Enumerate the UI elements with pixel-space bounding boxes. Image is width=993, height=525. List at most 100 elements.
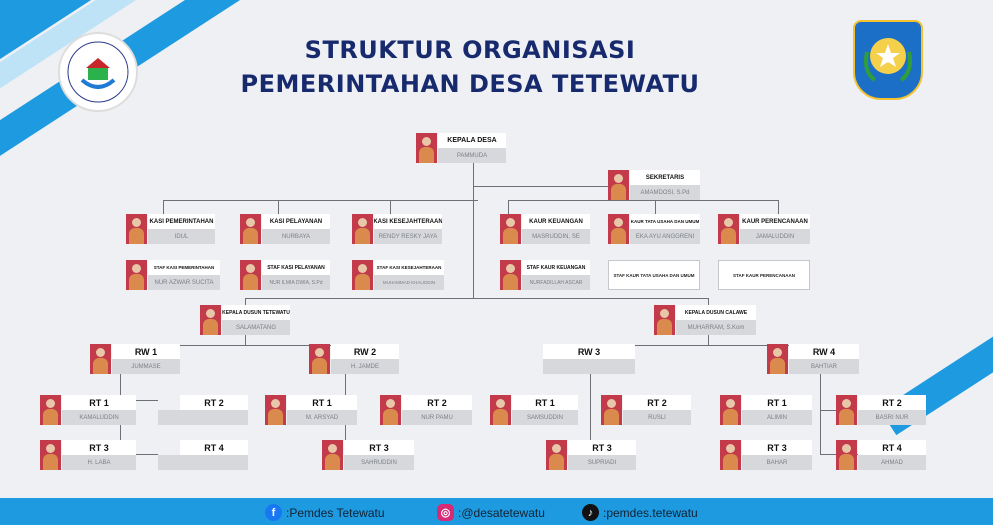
position-label: KASI PELAYANAN <box>262 214 330 229</box>
rt-box: RT 1 M. ARSYAD <box>265 395 357 425</box>
person-photo <box>126 214 147 244</box>
kepala-dusun-box: KEPALA DUSUN TETEWATU SALAMATANG <box>200 305 290 335</box>
connector <box>508 200 778 201</box>
person-name: M. ARSYAD <box>287 410 357 425</box>
person-name: RENDY RESKY JAYA <box>374 229 442 244</box>
person-name: BAHAR <box>742 455 812 470</box>
connector <box>163 200 478 201</box>
rt-box: RT 2 BASRI NUR <box>836 395 926 425</box>
person-photo <box>836 440 857 470</box>
rt-label: RT 3 <box>568 440 636 455</box>
kepala-dusun-box: KEPALA DUSUN CALAWE MUHARRAM, S.Kom <box>654 305 756 335</box>
rt-box: RT 1 ALIMIN <box>720 395 812 425</box>
position-label: KASI KESEJAHTERAAN <box>374 214 442 229</box>
rt-box: RT 4 <box>158 440 248 470</box>
page-title-line2: PEMERINTAHAN DESA TETEWATU <box>240 70 700 98</box>
rt-label: RT 3 <box>344 440 414 455</box>
person-name: H. LABA <box>62 455 136 470</box>
position-label: KEPALA DESA <box>438 133 506 148</box>
rt-label: RT 3 <box>62 440 136 455</box>
person-photo <box>40 440 61 470</box>
staf-kasi-box: STAF KASI PEMERINTAHAN NUR AZWAR SUCITA <box>126 260 220 290</box>
rt-label: RT 2 <box>402 395 472 410</box>
connector <box>245 298 246 306</box>
rt-label: RT 2 <box>858 395 926 410</box>
instagram-icon: ◎ <box>437 504 454 521</box>
person-name: MUHARRAM, S.Kom <box>676 320 756 335</box>
connector <box>473 163 474 298</box>
connector <box>708 335 709 345</box>
position-label: STAF KAUR KEUANGAN <box>522 260 590 275</box>
rt-box: RT 2 <box>158 395 248 425</box>
person-name: NURFADILLAH ASCAR <box>522 275 590 290</box>
staf-kaur-perencanaan-box: STAF KAUR PERENCANAAN <box>718 260 810 290</box>
position-label: KAUR PERENCANAAN <box>740 214 810 229</box>
person-name: PAMMUDA <box>438 148 506 163</box>
position-label: KASI PEMERINTAHAN <box>148 214 215 229</box>
kasi-box: KASI KESEJAHTERAAN RENDY RESKY JAYA <box>352 214 442 244</box>
rt-label: RT 1 <box>512 395 578 410</box>
rw-label: RW 2 <box>331 344 399 359</box>
person-photo <box>500 214 521 244</box>
connector <box>390 200 391 214</box>
rt-box: RT 4 AHMAD <box>836 440 926 470</box>
kaur-box: KAUR TATA USAHA DAN UMUM EKA AYU ANGGREN… <box>608 214 700 244</box>
rt-box: RT 2 NUR PAMU <box>380 395 472 425</box>
person-name: RUSLI <box>623 410 691 425</box>
person-photo <box>546 440 567 470</box>
person-name: KAMALUDDIN <box>62 410 136 425</box>
rw-box: RW 3 <box>543 344 635 374</box>
rt-label: RT 2 <box>623 395 691 410</box>
rw-label: RW 4 <box>789 344 859 359</box>
person-photo <box>718 214 739 244</box>
rt-label: RT 1 <box>742 395 812 410</box>
connector <box>245 335 246 345</box>
page-title-line1: STRUKTUR ORGANISASI <box>304 36 636 64</box>
ministry-logo-icon <box>58 32 138 112</box>
connector <box>708 298 709 306</box>
position-label: STAF KASI PEMERINTAHAN <box>148 260 220 275</box>
person-name: SUPRIADI <box>568 455 636 470</box>
connector <box>148 345 346 346</box>
connector <box>820 374 821 454</box>
rt-label: RT 1 <box>62 395 136 410</box>
instagram-link[interactable]: ◎ :@desatetewatu <box>437 504 545 521</box>
person-photo <box>654 305 675 335</box>
rt-box: RT 2 RUSLI <box>601 395 691 425</box>
person-photo <box>720 395 741 425</box>
tiktok-link[interactable]: ♪ :pemdes.tetewatu <box>582 504 698 521</box>
person-name: MUHAMMAD KHALIDDIN <box>374 275 444 290</box>
connector <box>590 345 828 346</box>
connector <box>120 400 158 401</box>
person-name: ALIMIN <box>742 410 812 425</box>
rw-label: RW 1 <box>112 344 180 359</box>
connector <box>278 200 279 214</box>
connector <box>163 200 164 214</box>
person-photo <box>200 305 221 335</box>
facebook-link[interactable]: f :Pemdes Tetewatu <box>265 504 385 521</box>
connector <box>473 186 608 187</box>
rt-label: RT 2 <box>180 395 248 410</box>
person-photo <box>490 395 511 425</box>
emblem-graphic <box>864 38 912 82</box>
person-name <box>543 359 635 374</box>
tiktok-handle: :pemdes.tetewatu <box>603 505 698 520</box>
rw-box: RW 4 BAHTIAR <box>767 344 859 374</box>
person-name <box>158 410 248 425</box>
connector <box>508 200 509 214</box>
person-photo <box>90 344 111 374</box>
person-photo <box>240 214 261 244</box>
person-photo <box>416 133 437 163</box>
staf-kaur-tu-box: STAF KAUR TATA USAHA DAN UMUM <box>608 260 700 290</box>
instagram-handle: :@desatetewatu <box>458 505 545 520</box>
position-label: KEPALA DUSUN TETEWATU <box>222 305 290 320</box>
person-photo <box>608 170 629 200</box>
person-name: SAMSUDDIN <box>512 410 578 425</box>
position-label: KEPALA DUSUN CALAWE <box>676 305 756 320</box>
person-name: NUR PAMU <box>402 410 472 425</box>
person-photo <box>608 214 629 244</box>
person-photo <box>767 344 788 374</box>
rt-box: RT 3 H. LABA <box>40 440 136 470</box>
person-name: BAHTIAR <box>789 359 859 374</box>
